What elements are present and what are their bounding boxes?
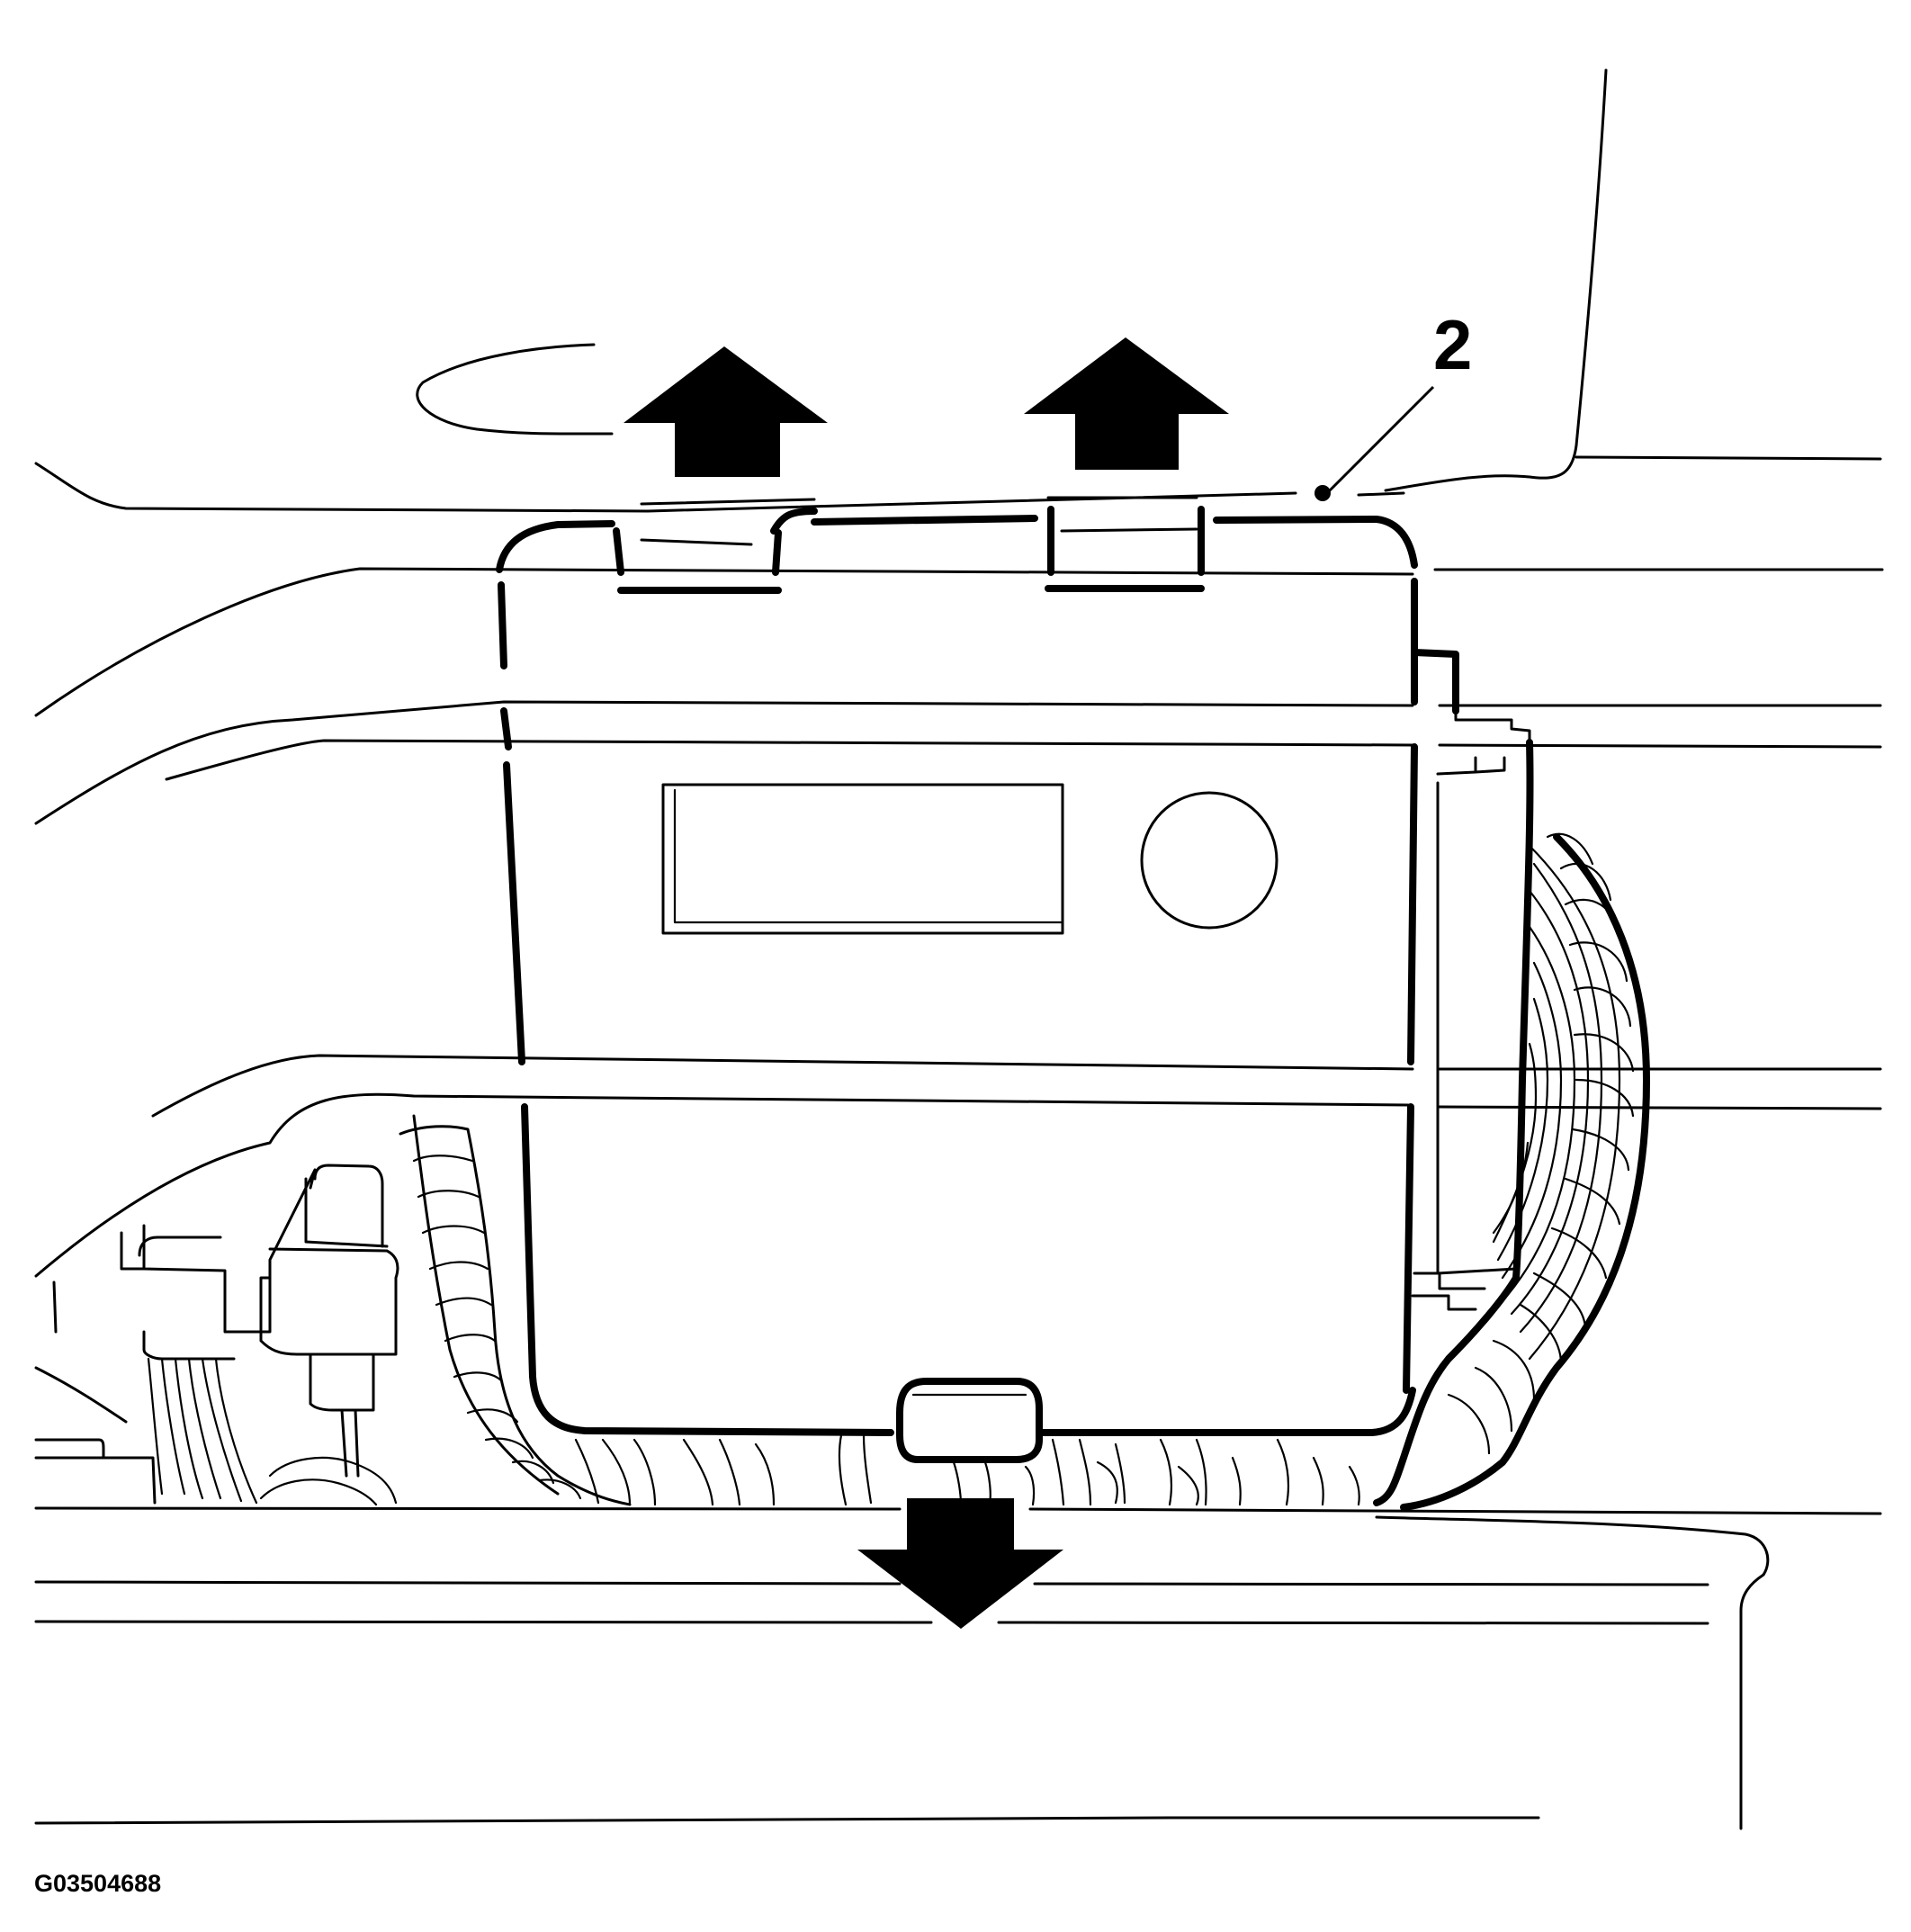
removal-arrow-down bbox=[857, 1498, 1063, 1629]
right-wire-harness bbox=[1373, 739, 1650, 1511]
removal-arrow-up-left bbox=[624, 346, 828, 477]
control-module bbox=[496, 496, 1459, 1463]
left-wire-harness bbox=[34, 1114, 632, 1506]
callout-label: 2 bbox=[1433, 305, 1472, 384]
dash-panel-outline bbox=[34, 68, 1882, 513]
removal-arrow-up-right bbox=[1024, 337, 1229, 470]
callout-2: 2 bbox=[1314, 305, 1472, 501]
callout-leader-dot bbox=[1314, 485, 1331, 501]
module-latch-tab bbox=[896, 1378, 1043, 1463]
module-label-window bbox=[661, 783, 1064, 935]
figure-id: G03504688 bbox=[34, 1870, 161, 1897]
module-round-port bbox=[1140, 791, 1278, 930]
lower-harness bbox=[574, 1433, 1360, 1506]
trim-bands bbox=[34, 567, 1884, 1278]
side-bracket bbox=[1411, 709, 1531, 1311]
lower-console-trim bbox=[34, 1506, 1882, 1830]
